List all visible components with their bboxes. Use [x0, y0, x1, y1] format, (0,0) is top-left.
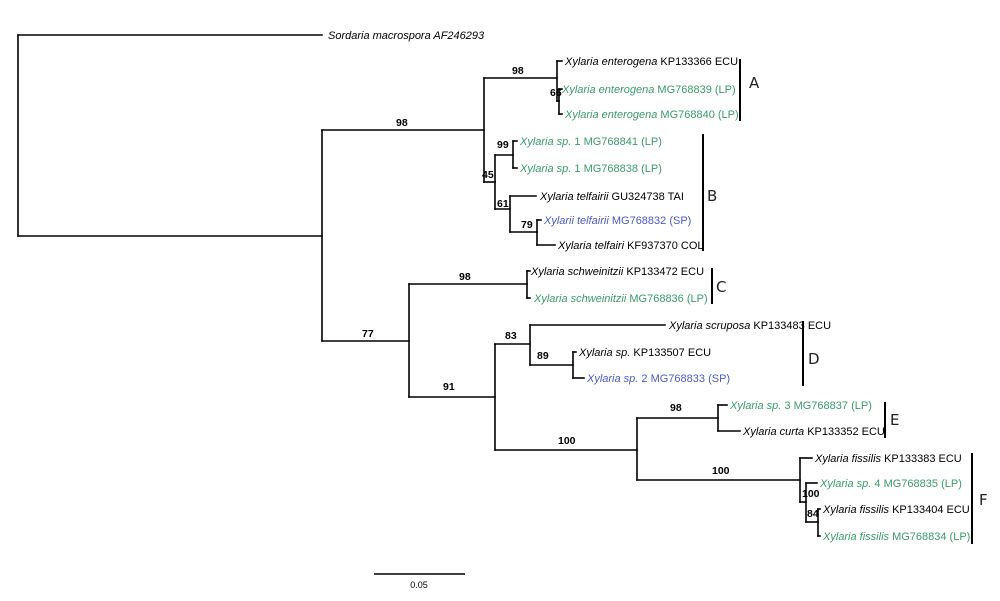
- bootstrap-values: 98 98 66 45 99 61 79 77 98 91 83 89 100 …: [362, 65, 820, 520]
- tip-label: Xylarii telfairii MG768832 (SP): [543, 215, 691, 227]
- tip-label: Xylaria enterogena KP133366 ECU: [564, 56, 738, 68]
- tip-label: Xylaria sp. 3 MG768837 (LP): [729, 400, 872, 412]
- bootstrap-value: 98: [396, 117, 408, 129]
- clade-label-a: A: [749, 74, 760, 92]
- bootstrap-value: 79: [521, 219, 533, 231]
- tip-label: Xylaria schweinitzii KP133472 ECU: [530, 266, 704, 278]
- tip-label: Xylaria scruposa KP133483 ECU: [668, 320, 831, 332]
- bootstrap-value: 89: [537, 350, 549, 362]
- tree-branches: [17, 34, 821, 537]
- tip-label: Xylaria enterogena MG768839 (LP): [561, 84, 736, 96]
- clade-label-e: E: [890, 411, 899, 429]
- tip-label: Xylaria fissilis KP133383 ECU: [814, 453, 962, 465]
- tip-label: Xylaria fissilis KP133404 ECU: [822, 504, 970, 516]
- tip-label: Xylaria sp. 4 MG768835 (LP): [819, 478, 962, 490]
- bootstrap-value: 77: [362, 328, 374, 340]
- tip-label: Sordaria macrospora AF246293: [328, 30, 485, 42]
- clade-label-c: C: [716, 278, 726, 296]
- scale-bar-label: 0.05: [410, 580, 428, 590]
- clade-label-b: B: [707, 187, 717, 205]
- bootstrap-value: 84: [807, 508, 819, 520]
- clade-label-f: F: [979, 491, 988, 509]
- tip-label: Xylaria curta KP133352 ECU: [742, 426, 885, 438]
- bootstrap-value: 100: [802, 488, 820, 500]
- bootstrap-value: 98: [459, 271, 471, 283]
- tip-label: Xylaria schweinitzii MG768836 (LP): [533, 293, 708, 305]
- tip-label: Xylaria sp. 1 MG768841 (LP): [519, 136, 662, 148]
- clade-markers: A B C D E F: [702, 59, 988, 544]
- clade-label-d: D: [808, 350, 820, 368]
- tip-label: Xylaria enterogena MG768840 (LP): [564, 109, 739, 121]
- tip-label: Xylaria telfairi KF937370 COL: [557, 240, 704, 252]
- tip-label: Xylaria sp. KP133507 ECU: [578, 347, 711, 359]
- tip-label: Xylaria fissilis MG768834 (LP): [822, 531, 970, 543]
- bootstrap-value: 99: [497, 139, 509, 151]
- tip-label: Xylaria telfairii GU324738 TAI: [539, 191, 684, 203]
- scale-bar: 0.05: [374, 573, 465, 590]
- bootstrap-value: 98: [512, 65, 524, 77]
- tip-label: Xylaria sp. 2 MG768833 (SP): [586, 373, 730, 385]
- tip-labels: Sordaria macrospora AF246293 Xylaria ent…: [328, 30, 970, 543]
- bootstrap-value: 83: [505, 330, 517, 342]
- bootstrap-value: 45: [482, 169, 494, 181]
- bootstrap-value: 66: [550, 87, 562, 99]
- bootstrap-value: 61: [497, 198, 509, 210]
- bootstrap-value: 98: [670, 402, 682, 414]
- bootstrap-value: 100: [558, 435, 576, 447]
- bootstrap-value: 91: [443, 381, 455, 393]
- tip-label: Xylaria sp. 1 MG768838 (LP): [519, 163, 662, 175]
- bootstrap-value: 100: [712, 465, 730, 477]
